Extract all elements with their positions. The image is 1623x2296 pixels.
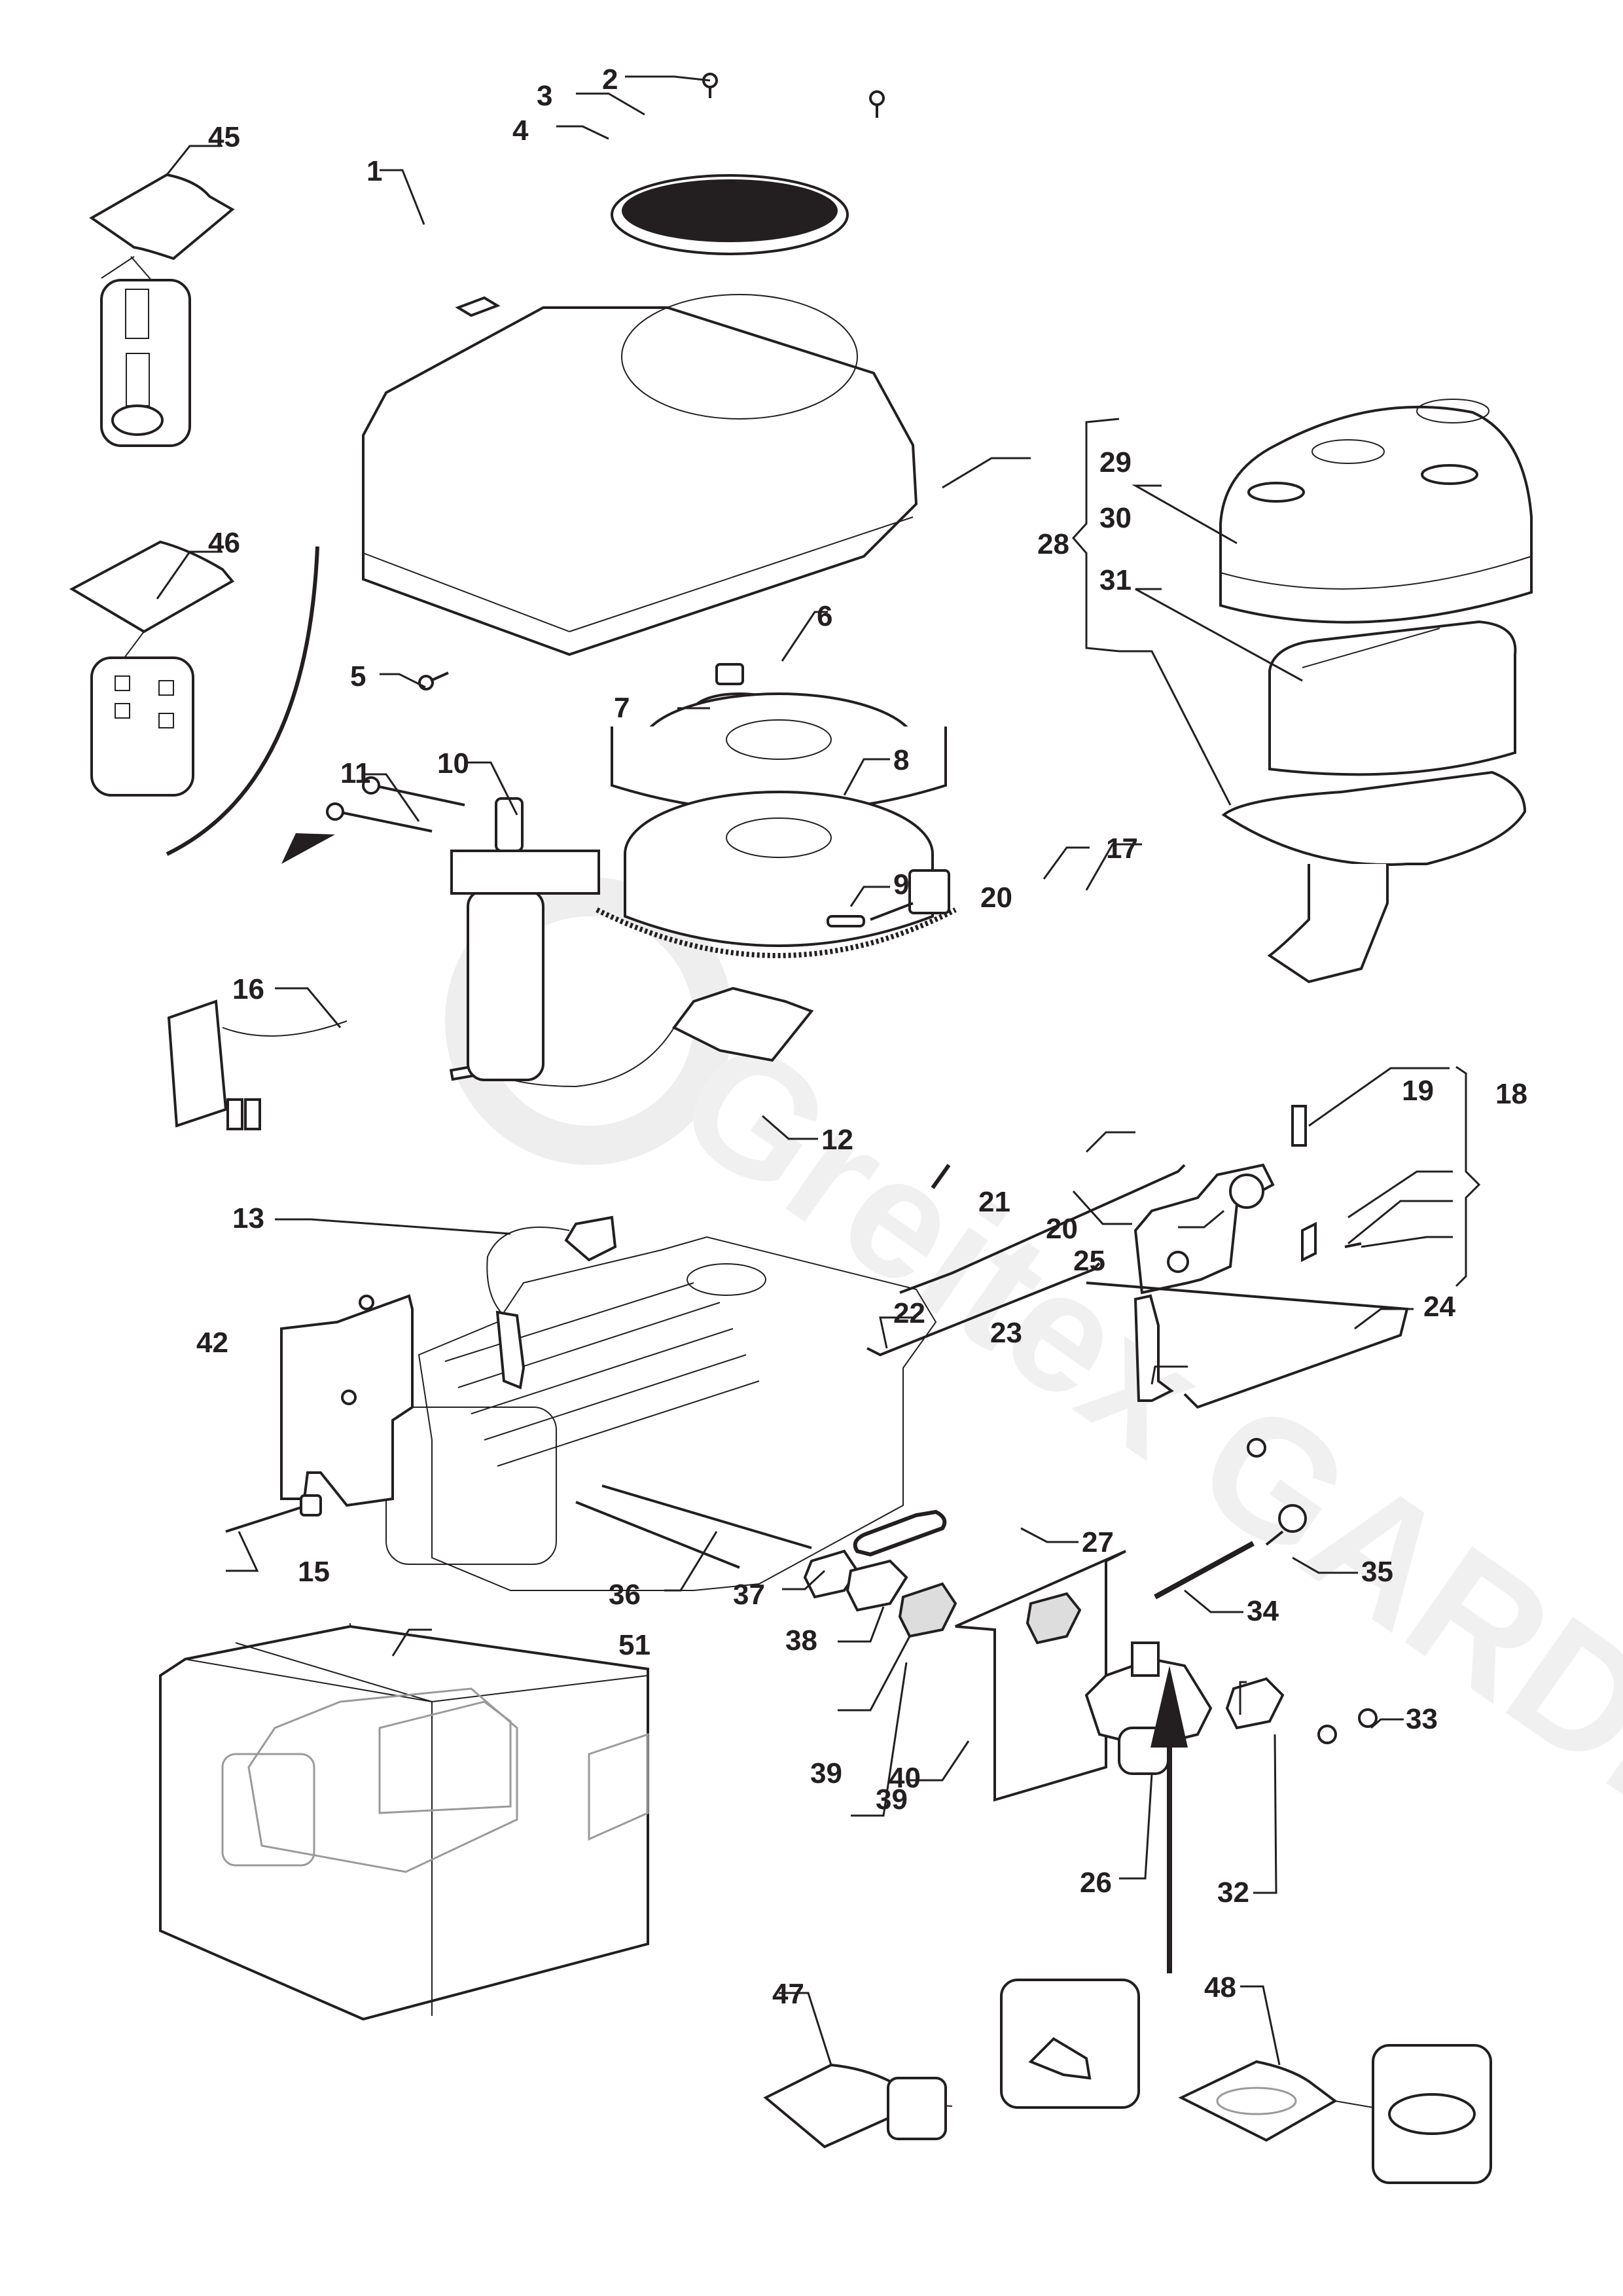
callout-10[interactable]: 10 [437, 747, 469, 780]
callout-2[interactable]: 2 [602, 63, 618, 96]
air-filter-base [1221, 770, 1527, 984]
starter-motor [450, 797, 600, 1081]
callout-27[interactable]: 27 [1082, 1526, 1114, 1558]
gasket-39 [898, 1582, 957, 1638]
callout-15[interactable]: 15 [298, 1556, 330, 1588]
callout-17[interactable]: 17 [1106, 833, 1138, 865]
callout-19[interactable]: 19 [1402, 1075, 1434, 1107]
governor-lever [1133, 1294, 1174, 1402]
callout-7[interactable]: 7 [614, 692, 630, 724]
callout-22[interactable]: 22 [893, 1297, 925, 1329]
nut [1358, 1708, 1378, 1728]
bolt [1247, 1438, 1266, 1458]
air-filter-cover [1219, 399, 1533, 624]
callout-39[interactable]: 39 [810, 1757, 842, 1789]
callout-48[interactable]: 48 [1204, 1971, 1236, 2003]
callout-34[interactable]: 34 [1247, 1595, 1279, 1627]
carburetor-gasket-kit-bag [1178, 2044, 1492, 2184]
callout-5[interactable]: 5 [350, 660, 366, 692]
heat-shield [955, 1550, 1126, 1802]
callout-30[interactable]: 30 [1099, 502, 1132, 534]
callout-37[interactable]: 37 [733, 1579, 765, 1611]
carburetor-float-kit-bag [763, 1979, 1140, 2149]
starter-bolts [326, 776, 465, 833]
engine-block [385, 1236, 937, 1591]
callout-16[interactable]: 16 [232, 973, 264, 1005]
flywheel-nut [715, 663, 744, 685]
callout-47[interactable]: 47 [772, 1978, 804, 2010]
callout-3[interactable]: 3 [537, 80, 553, 112]
choke-rod [866, 1262, 1101, 1357]
callout-24[interactable]: 24 [1423, 1291, 1455, 1323]
callout-13[interactable]: 13 [232, 1202, 264, 1234]
curved-arrow-icon [166, 546, 319, 856]
rotating-screen [611, 174, 849, 255]
callout-32[interactable]: 32 [1217, 1876, 1249, 1909]
leader-lines [156, 75, 1453, 2066]
clip [455, 296, 501, 317]
callout-20[interactable]: 20 [1046, 1213, 1078, 1245]
callout-25[interactable]: 25 [1073, 1245, 1105, 1277]
insulator [846, 1559, 908, 1612]
fuel-solenoid-connector [827, 869, 950, 927]
studs [575, 1484, 812, 1569]
governor-bracket [1133, 1105, 1362, 1295]
nut [1317, 1725, 1337, 1744]
ignition-coil [486, 1215, 617, 1390]
callout-45[interactable]: 45 [208, 121, 240, 153]
callout-33[interactable]: 33 [1406, 1703, 1438, 1735]
callout-20b[interactable]: 20 [980, 882, 1012, 914]
arrow-head-icon [281, 833, 335, 864]
governor-rod [899, 1164, 1186, 1294]
callout-31[interactable]: 31 [1099, 564, 1132, 596]
gasket-32 [1225, 1677, 1285, 1730]
throttle-link [1086, 1282, 1409, 1409]
callout-1[interactable]: 1 [366, 155, 383, 187]
callout-40[interactable]: 40 [889, 1762, 921, 1794]
spring [931, 1164, 951, 1189]
air-filter-element [1268, 620, 1517, 776]
callout-6[interactable]: 6 [817, 600, 833, 632]
starter-gear-kit-bag [89, 173, 235, 447]
fuel-hose [1154, 1541, 1255, 1600]
callout-42[interactable]: 42 [196, 1327, 228, 1359]
callout-23[interactable]: 23 [990, 1317, 1022, 1349]
assembly-brace [1455, 1066, 1481, 1287]
callout-39b[interactable]: 39 [876, 1784, 908, 1816]
callout-46[interactable]: 46 [208, 527, 240, 559]
callout-4[interactable]: 4 [512, 115, 529, 147]
breather-hose [853, 1509, 947, 1557]
callout-36[interactable]: 36 [609, 1579, 641, 1611]
blower-housing [362, 294, 918, 656]
fuel-filter [1265, 1504, 1307, 1546]
callout-21[interactable]: 21 [978, 1186, 1010, 1218]
gasket-37 [803, 1549, 859, 1599]
gasket-39b [1026, 1592, 1082, 1645]
callout-51[interactable]: 51 [618, 1629, 651, 1661]
callout-8[interactable]: 8 [893, 744, 910, 776]
callout-12[interactable]: 12 [821, 1124, 853, 1156]
fan [611, 692, 947, 813]
callout-11[interactable]: 11 [340, 757, 371, 789]
callout-18[interactable]: 18 [1495, 1078, 1527, 1110]
callout-38[interactable]: 38 [785, 1624, 817, 1657]
callout-29[interactable]: 29 [1099, 446, 1132, 478]
watermark-text: Greitex GARDEN [647, 1000, 1623, 1942]
rectifier [167, 999, 348, 1130]
callout-28[interactable]: 28 [1037, 528, 1069, 560]
callout-9[interactable]: 9 [893, 869, 910, 901]
complete-engine-box [159, 1623, 649, 2021]
oil-pressure-switch [225, 1494, 322, 1533]
bracket [280, 1294, 414, 1507]
brush-kit-bag [69, 540, 235, 797]
assembly-brace [1071, 418, 1120, 653]
callout-26[interactable]: 26 [1080, 1867, 1112, 1899]
callout-35[interactable]: 35 [1361, 1556, 1393, 1588]
arrow-head-icon [1150, 1666, 1188, 1748]
